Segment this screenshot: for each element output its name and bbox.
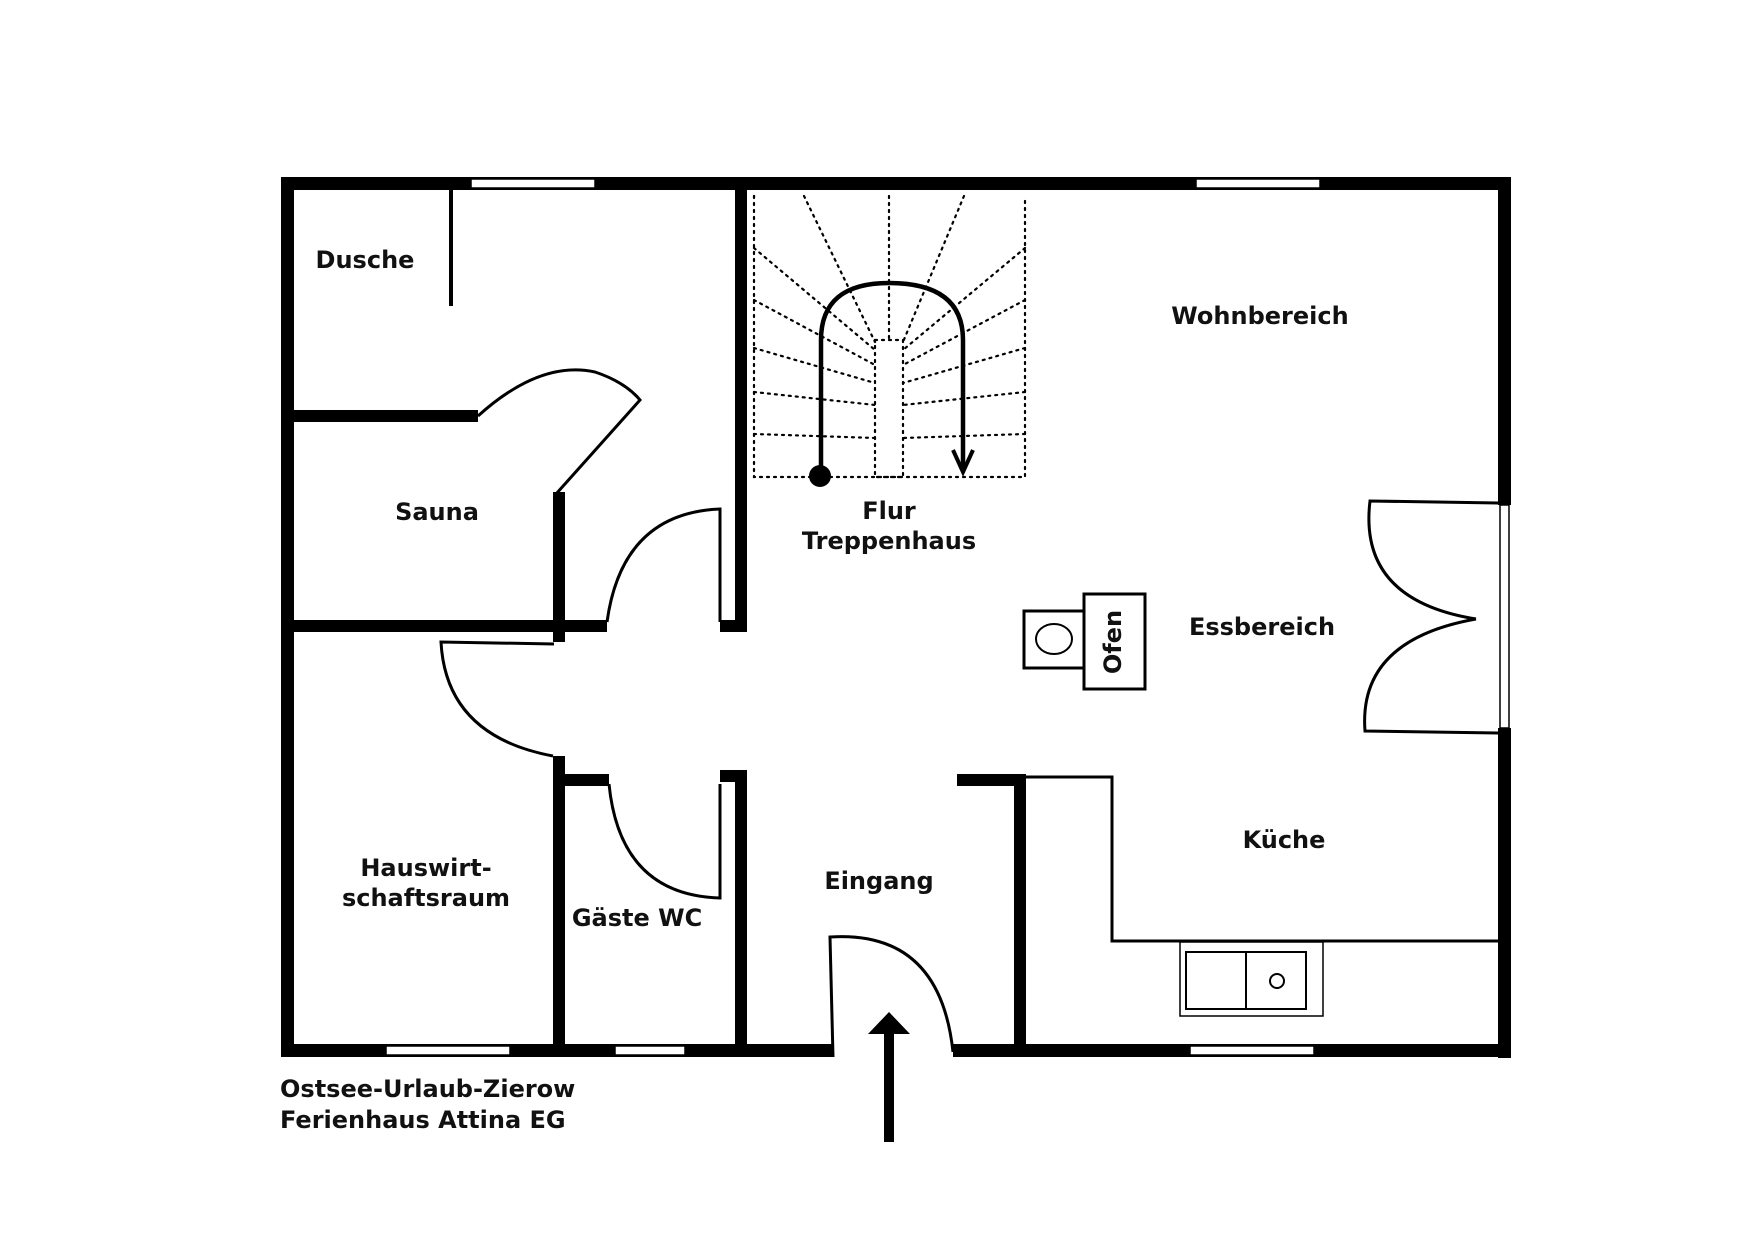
sink-icon [1179, 941, 1324, 1017]
label-sauna: Sauna [395, 498, 479, 526]
label-treppenhaus: Treppenhaus [802, 527, 976, 555]
caption-line-2: Ferienhaus Attina EG [280, 1106, 566, 1134]
window-bottom-wc [614, 1045, 686, 1056]
window-bottom-left [385, 1045, 511, 1056]
caption-line-1: Ostsee-Urlaub-Zierow [280, 1075, 576, 1103]
door-terrace-upper [1367, 499, 1499, 621]
stove-icon [1022, 592, 1147, 691]
label-ofen: Ofen [1099, 610, 1127, 674]
shower-partition [449, 190, 453, 306]
room-labels: Dusche Sauna Flur Treppenhaus Wohnbereic… [316, 246, 1349, 932]
label-dusche: Dusche [316, 246, 415, 274]
entrance-arrow-icon [868, 1012, 910, 1142]
label-hauswirtschaftsraum-2: schaftsraum [342, 884, 510, 912]
plan-caption: Ostsee-Urlaub-Zierow Ferienhaus Attina E… [280, 1074, 575, 1136]
label-essbereich: Essbereich [1189, 613, 1335, 641]
label-flur: Flur [862, 497, 916, 525]
windows [385, 178, 1510, 1056]
door-gaeste-wc [607, 783, 722, 900]
window-top-left [470, 178, 596, 189]
doors [439, 368, 1499, 1058]
door-hall [605, 507, 722, 623]
label-gaeste-wc: Gäste WC [572, 904, 702, 932]
interior-walls [294, 190, 1498, 1057]
label-wohnbereich: Wohnbereich [1171, 302, 1348, 330]
label-hauswirtschaftsraum-1: Hauswirt- [360, 854, 491, 882]
label-eingang: Eingang [824, 867, 933, 895]
door-sauna [476, 368, 642, 495]
window-bottom-right [1189, 1045, 1315, 1056]
label-kueche: Küche [1243, 826, 1326, 854]
door-entrance [828, 935, 955, 1058]
window-right-terrace [1499, 504, 1510, 729]
window-top-right [1195, 178, 1321, 189]
door-hauswirtschaftsraum [439, 640, 555, 758]
staircase-icon [752, 194, 1027, 487]
door-terrace-lower [1363, 617, 1499, 735]
